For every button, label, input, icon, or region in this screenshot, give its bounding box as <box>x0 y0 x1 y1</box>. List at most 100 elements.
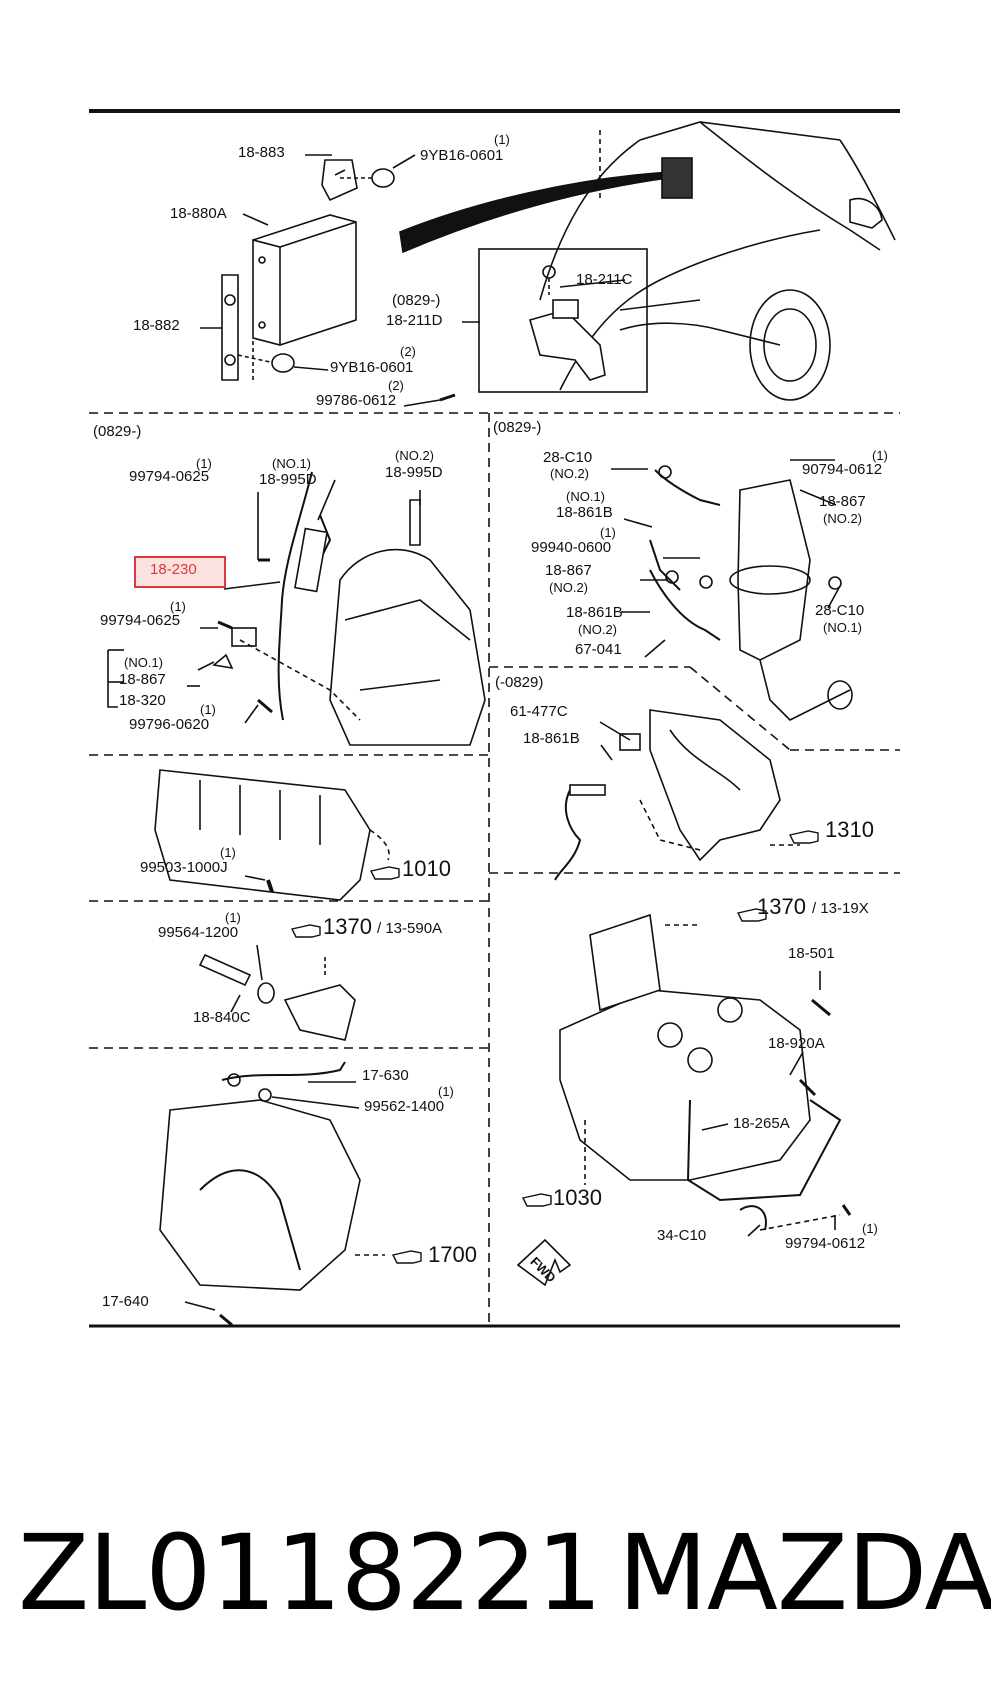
engine-block <box>559 913 811 1181</box>
part-label[interactable]: 18-883 <box>238 144 285 161</box>
part-label[interactable]: 17-630 <box>362 1067 409 1084</box>
part-label[interactable]: 18-995D <box>385 464 443 481</box>
part-label[interactable]: 18-861B <box>523 730 580 747</box>
fwd-arrow-icon <box>516 1238 572 1287</box>
variant-label: (NO.1) <box>124 655 163 670</box>
ref-hand-icon <box>290 924 321 938</box>
highlighted-part-label[interactable]: 18-230 <box>150 561 197 578</box>
cross-reference-label[interactable]: / 13-590A <box>377 920 443 937</box>
quantity-label: (1) <box>170 599 186 614</box>
part-label[interactable]: 28-C10 <box>815 602 865 619</box>
part-label[interactable]: 99562-1400 <box>364 1098 445 1115</box>
variant-label: (NO.2) <box>395 448 434 463</box>
part-label[interactable]: 34-C10 <box>657 1227 707 1244</box>
temp-sensor <box>198 953 252 987</box>
range-label: (0829-) <box>493 419 542 436</box>
range-label: (0829-) <box>392 292 441 309</box>
part-label[interactable]: 99794-0612 <box>785 1235 866 1252</box>
quantity-label: (1) <box>862 1221 878 1236</box>
transmission <box>159 1099 361 1291</box>
part-label[interactable]: 99564-1200 <box>158 924 239 941</box>
part-label[interactable]: 18-320 <box>119 692 166 709</box>
part-label[interactable]: 9YB16-0601 <box>420 147 504 164</box>
part-label[interactable]: 18-867 <box>545 562 592 579</box>
brand-footer: MAZDA <box>618 1512 991 1634</box>
quantity-label: (1) <box>196 456 212 471</box>
ref-hand-icon <box>736 908 767 922</box>
part-label[interactable]: 28-C10 <box>543 449 593 466</box>
bolt-icon <box>439 393 456 402</box>
part-label[interactable]: 99796-0620 <box>129 716 210 733</box>
part-label[interactable]: 18-861B <box>566 604 623 621</box>
part-label[interactable]: 18-880A <box>170 205 227 222</box>
variant-label: (NO.1) <box>823 620 862 635</box>
part-label[interactable]: 18-211C <box>576 271 633 288</box>
part-label[interactable]: 99940-0600 <box>531 539 612 556</box>
part-label[interactable]: 18-265A <box>733 1115 790 1132</box>
vehicle-outline <box>539 121 896 401</box>
variant-label: (NO.1) <box>566 489 605 504</box>
part-label[interactable]: 18-995D <box>259 471 317 488</box>
range-label: (-0829) <box>495 674 544 691</box>
cross-reference-label[interactable]: 1010 <box>402 856 451 881</box>
location-arrow <box>399 171 672 254</box>
cross-reference-label[interactable]: 1370 <box>757 894 806 919</box>
ref-hand-icon <box>369 866 400 880</box>
quantity-label: (1) <box>220 845 236 860</box>
variant-label: (NO.2) <box>823 511 862 526</box>
part-label[interactable]: 99786-0612 <box>316 392 397 409</box>
part-label[interactable]: 67-041 <box>575 641 622 658</box>
nut-icon <box>371 168 395 188</box>
quantity-label: (1) <box>438 1084 454 1099</box>
part-number-footer: ZL0118221 <box>18 1512 602 1634</box>
part-label[interactable]: 17-640 <box>102 1293 149 1310</box>
quantity-label: (1) <box>200 702 216 717</box>
part-label[interactable]: 18-840C <box>193 1009 251 1026</box>
variant-label: (NO.2) <box>578 622 617 637</box>
quantity-label: (1) <box>494 132 510 147</box>
cylinder-head <box>154 769 371 901</box>
cross-reference-label[interactable]: 1310 <box>825 817 874 842</box>
part-label[interactable]: 18-882 <box>133 317 180 334</box>
cross-reference-label[interactable]: / 13-19X <box>812 900 869 917</box>
part-label[interactable]: 99503-1000J <box>140 859 228 876</box>
quantity-label: (1) <box>225 910 241 925</box>
quantity-label: (2) <box>388 378 404 393</box>
inset-box <box>478 248 648 393</box>
catalytic-converter <box>729 479 853 721</box>
map-sensor <box>529 265 606 381</box>
variant-label: (NO.2) <box>549 580 588 595</box>
ref-hand-icon <box>788 830 819 844</box>
ref-hand-icon <box>521 1193 552 1207</box>
part-label[interactable]: 18-501 <box>788 945 835 962</box>
part-label[interactable]: 9YB16-0601 <box>330 359 414 376</box>
ref-hand-icon <box>391 1250 422 1264</box>
variant-label: (NO.1) <box>272 456 311 471</box>
quantity-label: (2) <box>400 344 416 359</box>
quantity-label: (1) <box>872 448 888 463</box>
variant-label: (NO.2) <box>550 466 589 481</box>
part-label[interactable]: 18-867 <box>119 671 166 688</box>
exhaust-manifold <box>649 709 781 862</box>
pcm-module <box>252 214 357 346</box>
part-label[interactable]: 18-867 <box>819 493 866 510</box>
pcm-bracket-upper <box>321 159 358 202</box>
engine-outline <box>329 548 486 746</box>
part-label[interactable]: 90794-0612 <box>802 461 883 478</box>
cross-reference-label[interactable]: 1370 <box>323 914 372 939</box>
part-label[interactable]: 99794-0625 <box>129 468 210 485</box>
part-highlight-box[interactable] <box>134 556 226 588</box>
range-label: (0829-) <box>93 423 142 440</box>
part-label[interactable]: 18-920A <box>768 1035 825 1052</box>
part-label[interactable]: 18-861B <box>556 504 613 521</box>
part-label[interactable]: 61-477C <box>510 703 568 720</box>
wiring-harness <box>277 471 313 721</box>
leader-lines <box>184 154 841 1311</box>
pcm-bracket-side <box>221 274 239 381</box>
part-label[interactable]: 18-211D <box>386 312 443 329</box>
quantity-label: (1) <box>600 525 616 540</box>
part-label[interactable]: 99794-0625 <box>100 612 181 629</box>
cross-reference-label[interactable]: 1700 <box>428 1242 477 1267</box>
cross-reference-label[interactable]: 1030 <box>553 1185 602 1210</box>
